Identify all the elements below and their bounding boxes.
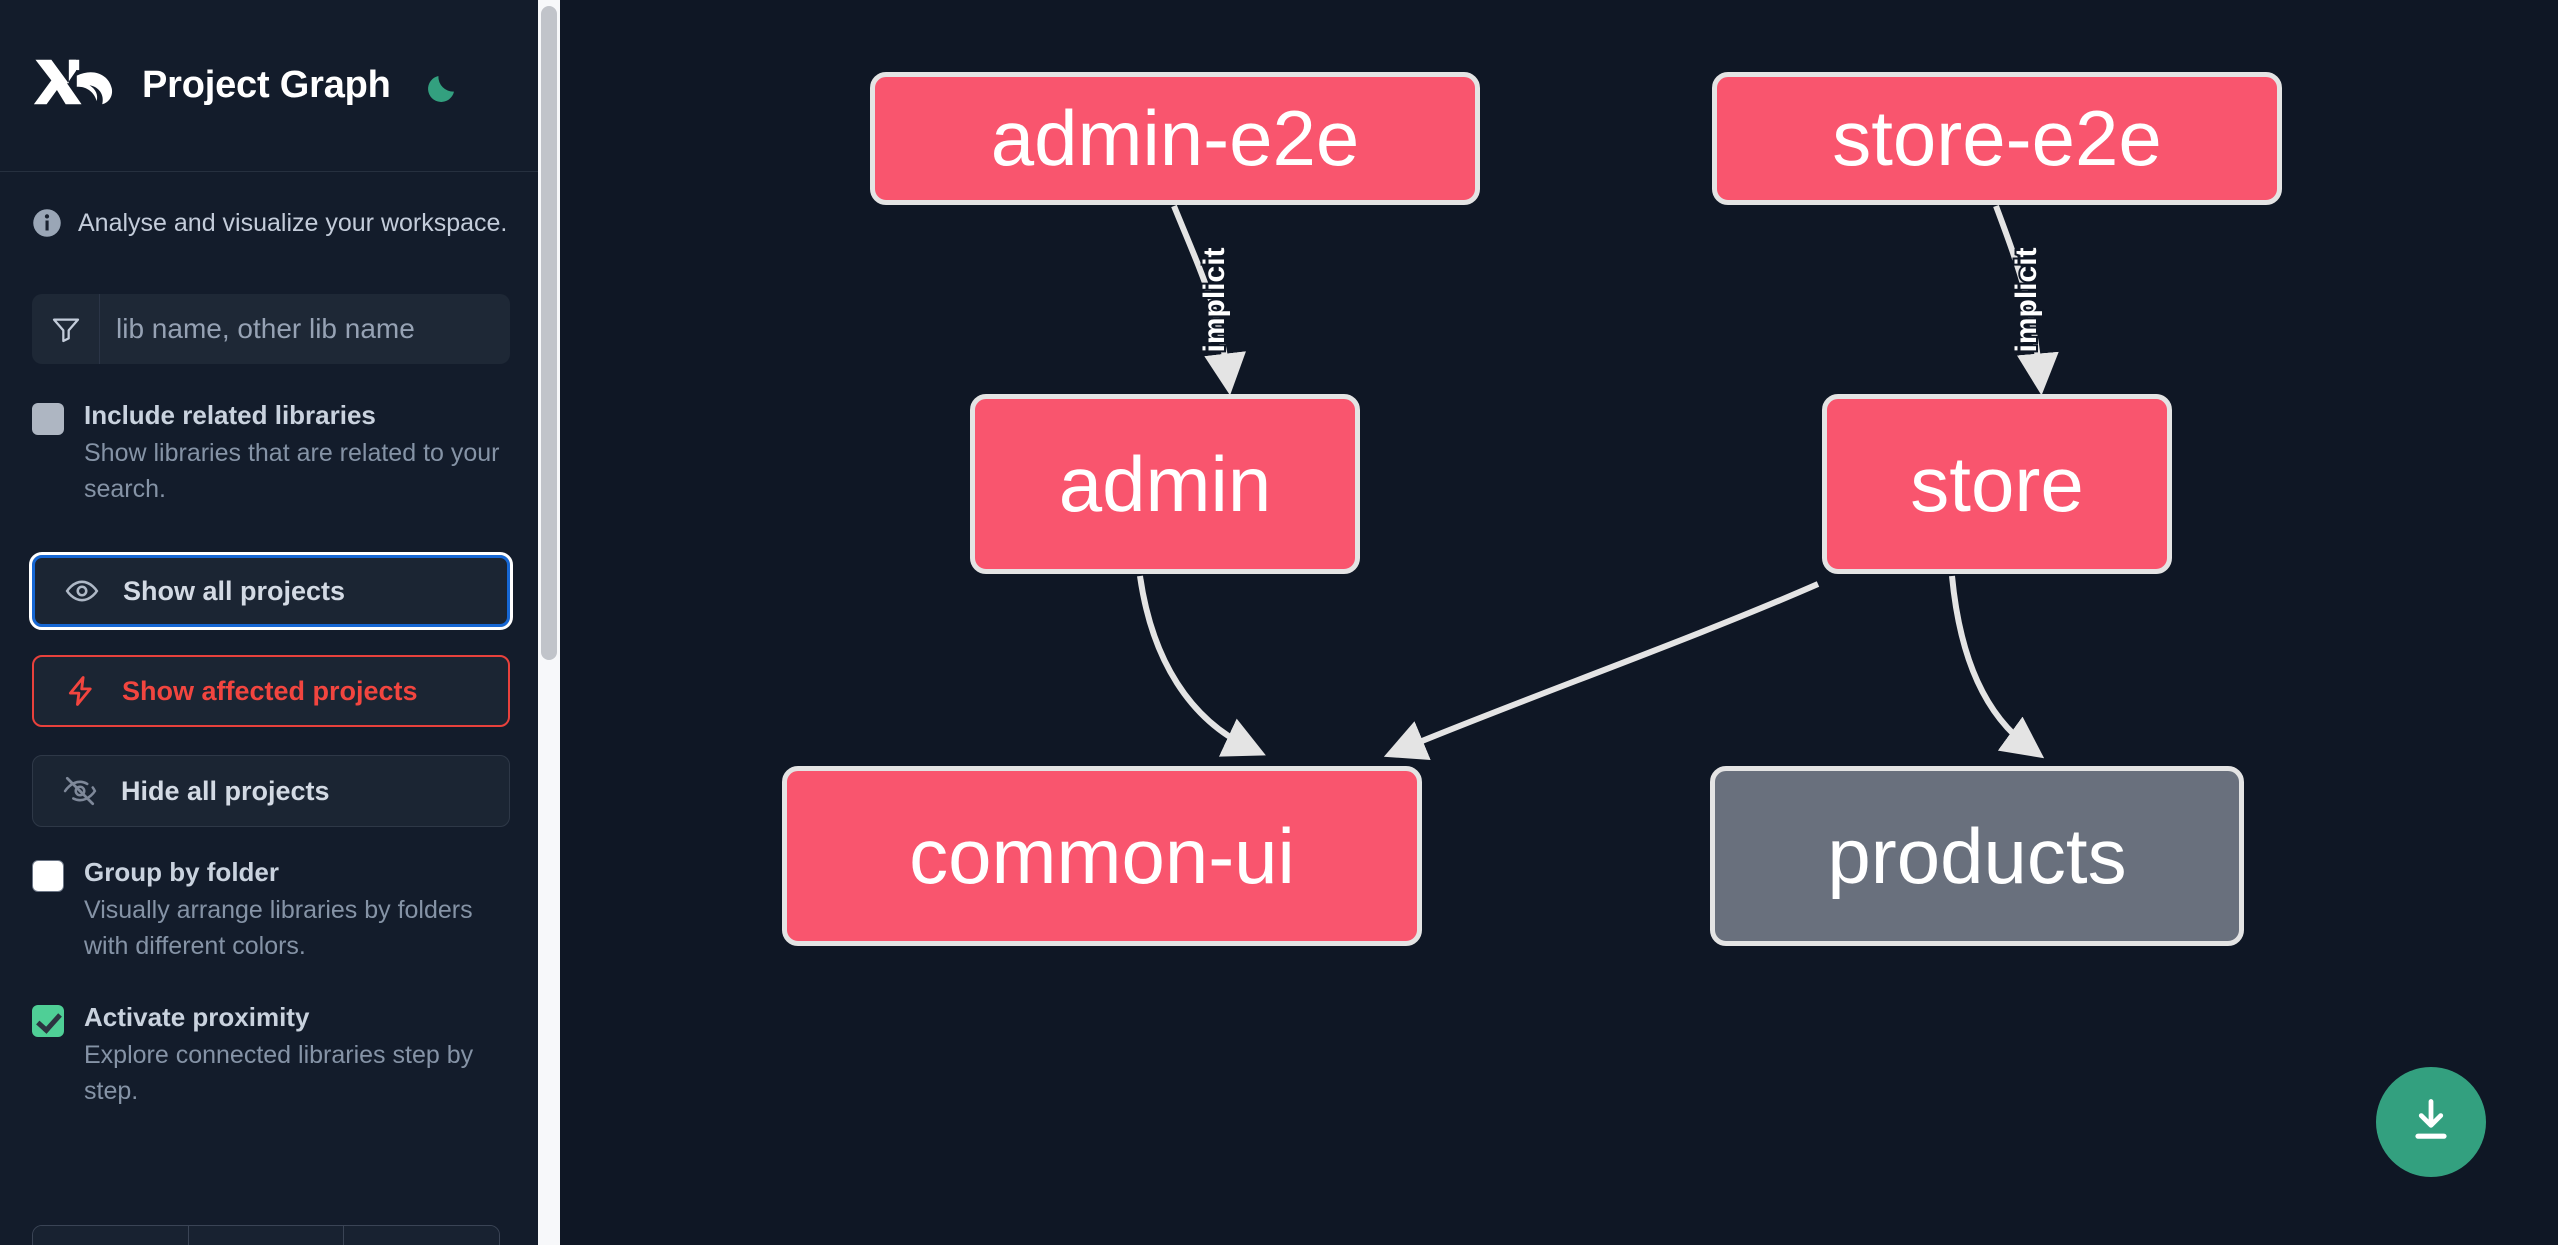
option-include-related-libraries[interactable]: Include related libraries Show libraries…: [32, 398, 510, 507]
sidebar-scrollbar[interactable]: [538, 0, 560, 1245]
button-label: Show all projects: [123, 575, 346, 606]
edge-store-to-products: [1949, 575, 2045, 759]
download-icon: [2405, 1095, 2457, 1150]
edge-labels: implicit implicit: [1196, 245, 2045, 354]
segment-2[interactable]: [188, 1226, 345, 1245]
show-all-projects-button[interactable]: Show all projects: [29, 552, 513, 631]
info-icon: [32, 208, 62, 238]
node-label: admin: [1058, 439, 1272, 528]
proximity-segmented-control[interactable]: [32, 1225, 500, 1245]
option-activate-proximity[interactable]: Activate proximity Explore connected lib…: [32, 1000, 510, 1109]
edge-store-to-common-ui: [1383, 581, 1820, 760]
lightning-icon: [62, 672, 100, 710]
option-group-by-folder[interactable]: Group by folder Visually arrange librari…: [32, 855, 510, 964]
tagline: Analyse and visualize your workspace.: [32, 202, 510, 244]
option-label: Group by folder: [84, 857, 279, 888]
group-by-folder-checkbox[interactable]: [32, 860, 64, 893]
moon-icon[interactable]: [421, 63, 467, 109]
option-label: Activate proximity: [84, 1002, 310, 1033]
tagline-text: Analyse and visualize your workspace.: [78, 208, 508, 237]
activate-proximity-checkbox[interactable]: [32, 1005, 64, 1038]
node-label: store-e2e: [1832, 94, 2162, 182]
search-bar[interactable]: [32, 294, 510, 364]
search-input[interactable]: [100, 294, 510, 364]
include-related-libraries-checkbox[interactable]: [32, 403, 64, 435]
sidebar-content: Project Graph: [0, 0, 542, 1245]
edge-admin-to-common-ui: [1137, 575, 1266, 757]
nx-logo-icon: [32, 55, 120, 117]
show-affected-projects-button[interactable]: Show affected projects: [32, 655, 510, 728]
page-title: Project Graph: [142, 64, 391, 106]
graph-node-admin-e2e[interactable]: admin-e2e: [870, 72, 1480, 205]
edge-admin-e2e-to-admin: [1171, 204, 1246, 396]
sidebar-header: Project Graph: [0, 0, 542, 172]
node-label: common-ui: [909, 811, 1295, 900]
option-description: Explore connected libraries step by step…: [84, 1041, 474, 1105]
graph-node-store[interactable]: store: [1822, 394, 2172, 574]
edge-label-implicit-admin: implicit: [1198, 247, 1231, 352]
graph-edges: implicit implicit: [1137, 204, 2059, 760]
edge-store-e2e-to-store: [1993, 204, 2059, 396]
option-label: Include related libraries: [84, 400, 376, 430]
button-label: Show affected projects: [122, 675, 418, 706]
edge-label-implicit-store: implicit: [2010, 247, 2043, 352]
segment-3[interactable]: [344, 1226, 499, 1245]
project-visibility-buttons: Show all projects Show affected projects: [29, 552, 513, 828]
node-label: admin-e2e: [990, 94, 1360, 182]
eye-off-icon: [61, 772, 99, 810]
eye-icon: [63, 572, 101, 610]
sidebar-scrollbar-thumb[interactable]: [541, 6, 557, 660]
option-description: Show libraries that are related to your …: [84, 439, 500, 503]
graph-node-common-ui[interactable]: common-ui: [782, 766, 1422, 946]
graph-node-admin[interactable]: admin: [970, 394, 1360, 574]
option-description: Visually arrange libraries by folders wi…: [84, 896, 473, 960]
node-label: store: [1910, 439, 2084, 528]
node-label: products: [1827, 811, 2127, 900]
button-label: Hide all projects: [121, 775, 330, 806]
hide-all-projects-button[interactable]: Hide all projects: [32, 755, 510, 828]
download-button[interactable]: [2376, 1067, 2486, 1177]
graph-canvas[interactable]: implicit implicit admin-e2e store-e2e ad…: [560, 0, 2558, 1245]
sidebar: Project Graph: [0, 0, 560, 1245]
sidebar-body: Analyse and visualize your workspace.: [0, 202, 542, 1109]
segment-1[interactable]: [33, 1226, 189, 1245]
graph-node-store-e2e[interactable]: store-e2e: [1712, 72, 2282, 205]
filter-icon: [32, 294, 100, 364]
graph-node-products[interactable]: products: [1710, 766, 2244, 946]
